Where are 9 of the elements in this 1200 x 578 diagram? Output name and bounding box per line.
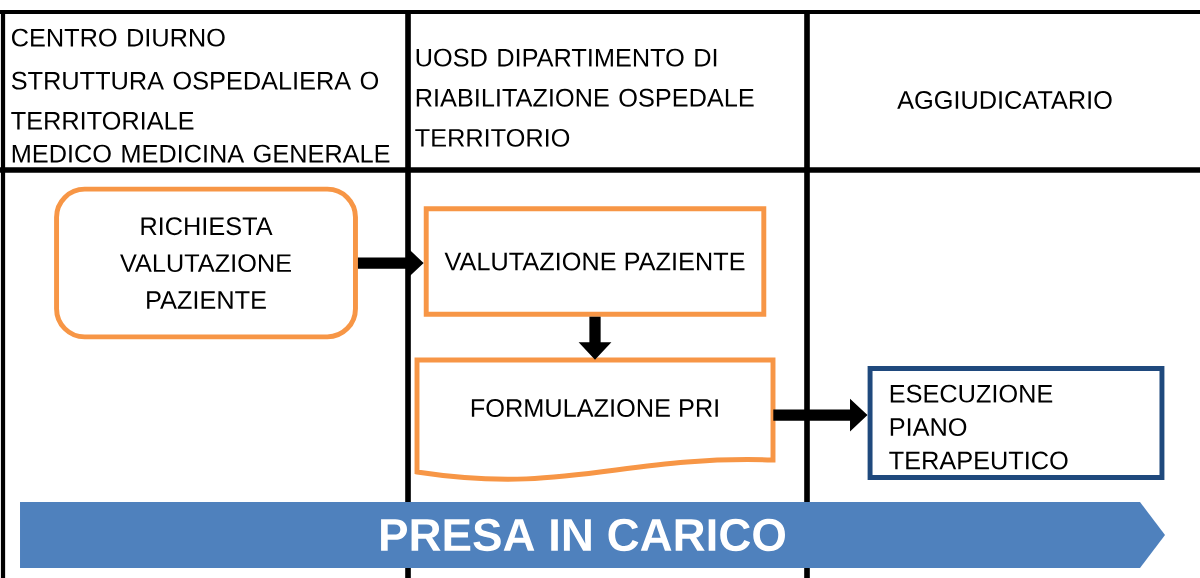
process-box: ESECUZIONE PIANO TERAPEUTICO (867, 366, 1165, 480)
header-text: MEDICO MEDICINA GENERALE (12, 144, 390, 163)
process-box: VALUTAZIONE PAZIENTE (423, 206, 767, 317)
header-text: STRUTTURA OSPEDALIERA O TERRITORIALE (11, 71, 379, 130)
header-text: UOSD DIPARTIMENTO DI RIABILITAZIONE OSPEDALE TERRITORIO (415, 48, 754, 147)
header-text: CENTRO DIURNO (12, 28, 225, 47)
header-text: AGGIUDICATARIO (897, 91, 1112, 109)
arrow-band: PRESA IN CARICO (20, 502, 1165, 568)
process-box: RICHIESTA VALUTAZIONE PAZIENTE (54, 186, 358, 340)
